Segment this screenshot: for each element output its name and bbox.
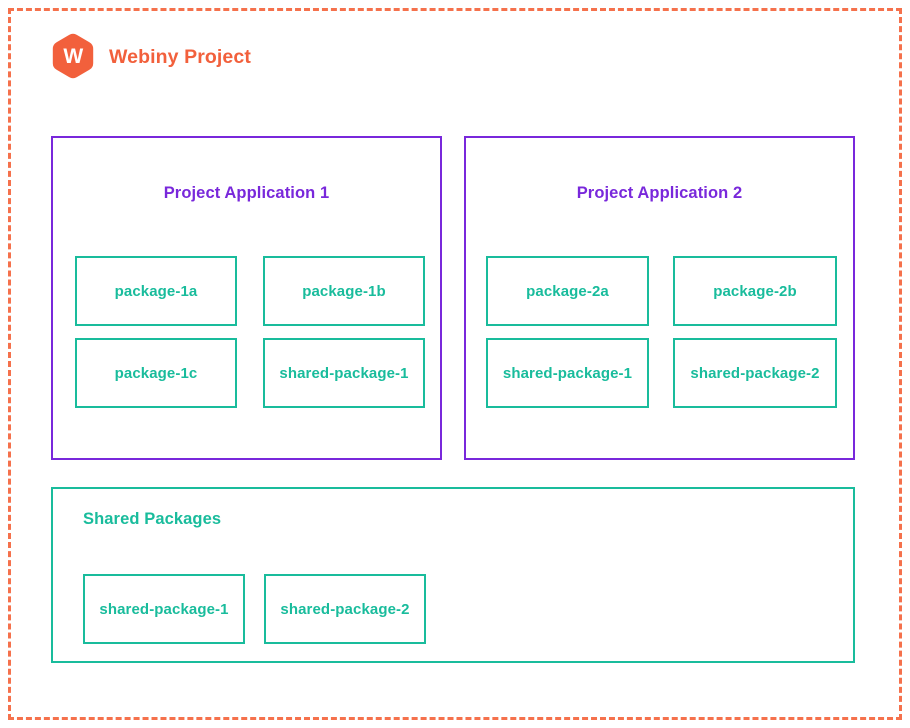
- logo-letter: W: [63, 45, 83, 68]
- package-box[interactable]: package-1b: [263, 256, 425, 326]
- package-box[interactable]: shared-package-1: [486, 338, 649, 408]
- project-application-2-panel[interactable]: Project Application 2 package-2a package…: [464, 136, 855, 460]
- shared-packages-title: Shared Packages: [83, 510, 222, 528]
- package-label: package-1b: [302, 282, 386, 300]
- project-application-2-title: Project Application 2: [576, 184, 743, 202]
- webiny-hexagon-logo-icon: W: [51, 33, 95, 81]
- project-header: W Webiny Project: [51, 33, 251, 81]
- project-application-1-panel[interactable]: Project Application 1 package-1a package…: [51, 136, 442, 460]
- package-box[interactable]: package-2a: [486, 256, 649, 326]
- package-label: package-2b: [713, 282, 797, 300]
- project-root-boundary: [8, 8, 902, 720]
- package-label: package-2a: [526, 282, 609, 300]
- package-box[interactable]: shared-package-1: [263, 338, 425, 408]
- package-label: shared-package-2: [690, 364, 820, 382]
- shared-packages-panel[interactable]: Shared Packages shared-package-1 shared-…: [51, 487, 855, 663]
- package-label: shared-package-1: [502, 364, 633, 382]
- page-title: Webiny Project: [109, 45, 251, 68]
- package-label: package-1a: [114, 282, 198, 300]
- package-label: shared-package-1: [279, 364, 409, 382]
- package-box[interactable]: shared-package-2: [264, 574, 426, 644]
- package-box[interactable]: package-1a: [75, 256, 237, 326]
- package-label: shared-package-1: [99, 600, 229, 618]
- package-box[interactable]: shared-package-1: [83, 574, 245, 644]
- package-box[interactable]: package-2b: [673, 256, 837, 326]
- package-label: package-1c: [114, 364, 198, 382]
- package-label: shared-package-2: [280, 600, 410, 618]
- package-box[interactable]: package-1c: [75, 338, 237, 408]
- project-application-1-title: Project Application 1: [163, 184, 330, 202]
- package-box[interactable]: shared-package-2: [673, 338, 837, 408]
